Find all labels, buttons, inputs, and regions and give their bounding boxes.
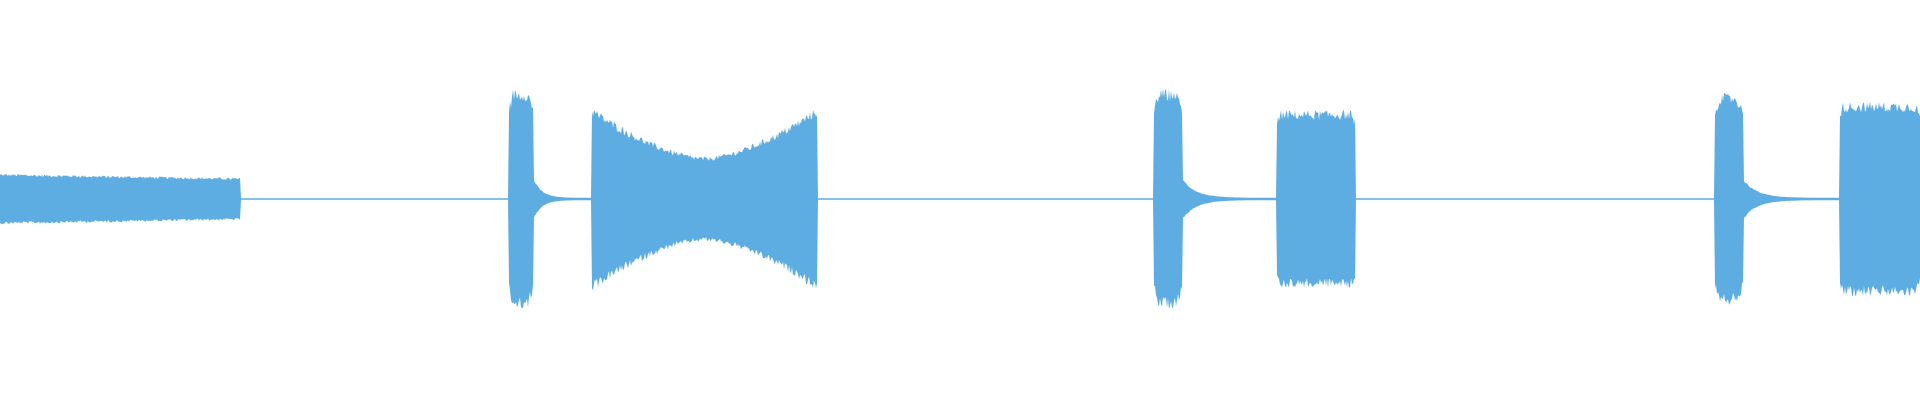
waveform-path [0, 89, 1920, 310]
